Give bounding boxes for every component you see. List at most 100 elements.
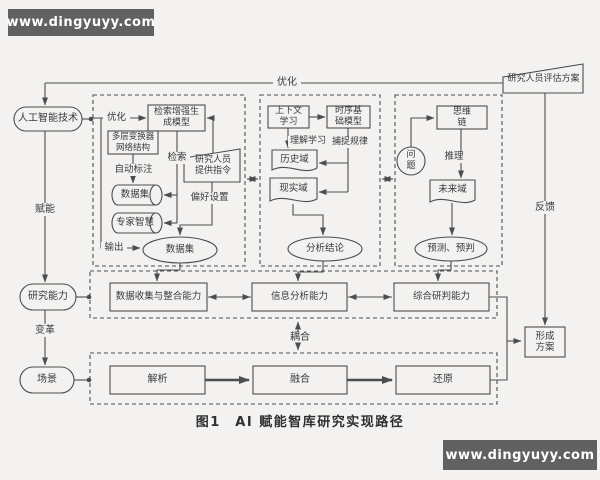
watermark-bottom: www.dingyuyy.com (443, 440, 597, 470)
preference-label: 偏好设置 (190, 192, 229, 204)
cot-line2: 链 (457, 117, 467, 128)
junction-dot (88, 116, 94, 122)
capability2-label: 信息分析能力 (270, 291, 328, 303)
reasoning-label: 推理 (441, 151, 467, 163)
junction-dot (86, 377, 92, 383)
history-domain-doc (271, 149, 318, 172)
question-label: 问题 (397, 147, 425, 175)
evaluator-label: 研究人员评估方案 (507, 74, 580, 85)
feedback-label: 反馈 (531, 201, 559, 214)
transformer-label: 多层变换器网络结构 (108, 131, 158, 154)
form-plan-label: 形成方案 (525, 327, 565, 357)
prediction-ellipse (414, 236, 488, 262)
instruct-label: 研究人员提供指令 (186, 150, 240, 181)
expert-store-rightcap (149, 212, 163, 234)
instruct-input-shape (183, 148, 241, 183)
history-domain-label: 历史域 (280, 153, 309, 165)
rag-line2: 成模型 (162, 118, 190, 128)
instruct-line2: 提供指令 (194, 165, 231, 176)
timeseries-line2: 础模型 (334, 117, 362, 127)
transformer-line2: 网络结构 (115, 142, 150, 153)
context-line1: 上下文 (274, 106, 302, 117)
arrow-dataset-capability1 (154, 263, 181, 282)
capability1-box (109, 282, 208, 312)
capability2-box (251, 282, 348, 312)
dataset-store-edges (118, 184, 156, 206)
scene-node (19, 366, 75, 394)
prediction-label: 预测、预判 (427, 243, 475, 255)
reality-domain-doc (269, 177, 318, 203)
evaluator-input-shape (502, 63, 584, 94)
question-line1: 问 (406, 150, 416, 161)
arrow-prediction-capability3 (435, 261, 452, 282)
capability3-label: 综合研判能力 (412, 291, 470, 303)
capture-label: 捕捉规律 (330, 137, 370, 148)
research-capability-label: 研究能力 (28, 291, 68, 303)
rag-line1: 检索增强生 (153, 107, 199, 118)
junction-dot (86, 294, 92, 300)
question-line2: 题 (406, 161, 416, 171)
transformer-box (107, 130, 159, 155)
timeseries-model-box (326, 105, 371, 129)
research-capability-node (19, 283, 77, 311)
ai-tech-label: 人工智能技术 (18, 113, 78, 125)
data-group-border (92, 94, 246, 267)
cot-box (436, 105, 488, 130)
restore-label: 还原 (433, 374, 453, 386)
dataset-store-label: 数据集 (120, 189, 150, 201)
coupling-label: 耦合 (290, 332, 310, 344)
scene-label: 场景 (37, 374, 57, 386)
parse-label: 解析 (147, 374, 168, 386)
context-learning-box (267, 105, 310, 129)
form-plan-box (524, 326, 566, 358)
restore-box (395, 365, 491, 395)
output-label: 输出 (101, 242, 127, 254)
databox-optimize-label: 优化 (103, 112, 130, 124)
join-lines-right (489, 296, 508, 381)
dataset-store-body (118, 185, 156, 205)
future-domain-doc (429, 179, 476, 204)
reality-domain-label: 现实域 (279, 182, 308, 194)
context-learning-label: 上下文学习 (268, 106, 309, 128)
arrow-conclusion-capability2 (295, 261, 324, 282)
analysis-group-border (259, 94, 381, 267)
conclusion-ellipse (287, 236, 363, 262)
context-line2: 学习 (279, 117, 298, 127)
cot-label: 思维链 (437, 106, 487, 129)
rag-model-label: 检索增强生成模型 (148, 105, 205, 131)
optimize-top-label: 优化 (273, 76, 301, 89)
cot-line1: 思维 (452, 106, 471, 117)
watermark-top: www.dingyuyy.com (6, 9, 155, 36)
rag-model-box (147, 104, 206, 132)
arrow-question-cot (410, 115, 435, 147)
expert-store-body (118, 213, 156, 233)
fuse-box (252, 365, 348, 395)
capability3-box (393, 282, 490, 312)
transformer-line1: 多层变换器 (111, 132, 155, 143)
arrow-preference-dataset (177, 182, 213, 236)
transform-label: 变革 (31, 324, 59, 337)
capability1-label: 数据收集与整合能力 (115, 291, 202, 303)
ai-tech-node (13, 106, 83, 132)
instruct-line1: 研究人员 (194, 154, 231, 165)
retrieve-label: 检索 (164, 152, 190, 164)
parse-box (109, 365, 206, 395)
auto-label-label: 自动标注 (114, 164, 153, 176)
timeseries-model-label: 时序基础模型 (327, 106, 370, 128)
future-domain-label: 未来域 (438, 183, 467, 195)
dataset-ellipse-label: 数据集 (165, 244, 195, 256)
empower-label: 赋能 (31, 203, 59, 216)
arrow-reality-conclusion (292, 204, 326, 236)
expert-store-label: 专家智慧 (115, 217, 154, 229)
timeseries-line1: 时序基 (334, 106, 362, 117)
capability-band-border (89, 270, 498, 319)
expert-store-edges (118, 212, 156, 234)
fuse-label: 融合 (290, 374, 310, 386)
dataset-ellipse (142, 236, 218, 264)
understand-label: 理解学习 (288, 136, 328, 147)
figure-caption: 图1 AI 赋能智库研究实现路径 (195, 415, 405, 430)
form-plan-line2: 方案 (535, 342, 555, 353)
arrow-instruct-rag (206, 115, 215, 154)
form-plan-line1: 形成 (535, 330, 555, 342)
